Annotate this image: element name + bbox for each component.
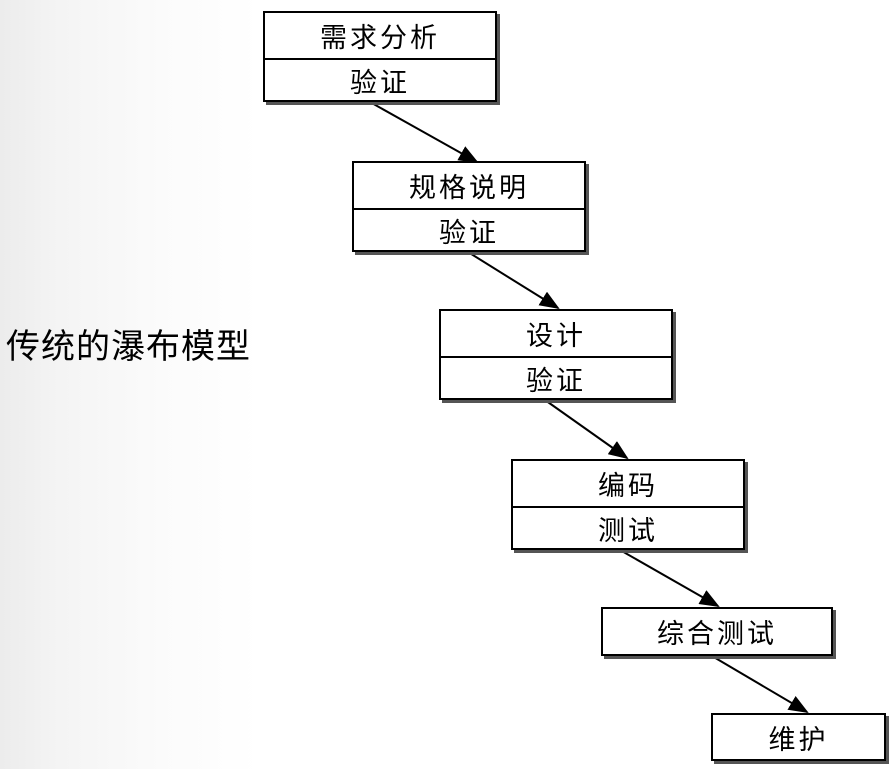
stage-label: 规格说明 <box>354 163 584 210</box>
stage-requirements-analysis: 需求分析 验证 <box>263 11 497 102</box>
diagram-title: 传统的瀑布模型 <box>6 327 251 367</box>
stage-integration-testing: 综合测试 <box>601 607 833 656</box>
arrow-stage5-to-stage6 <box>711 655 809 714</box>
arrow-stage4-to-stage5 <box>619 549 720 607</box>
arrow-stage2-to-stage3 <box>467 251 560 310</box>
stage-label: 编码 <box>513 461 743 508</box>
stage-check-label: 验证 <box>350 67 410 99</box>
stage-label: 设计 <box>441 311 671 358</box>
stage-maintenance: 维护 <box>711 713 886 761</box>
stage-check-label: 验证 <box>439 217 499 249</box>
arrow-stage1-to-stage2 <box>369 101 479 163</box>
arrow-stage3-to-stage4 <box>544 399 629 460</box>
stage-label: 维护 <box>768 724 829 756</box>
stage-label: 需求分析 <box>265 13 495 60</box>
stage-check-label: 测试 <box>598 515 658 547</box>
stage-specification: 规格说明 验证 <box>352 161 586 252</box>
stage-check-label: 验证 <box>526 365 586 397</box>
stage-design: 设计 验证 <box>439 309 673 400</box>
stage-label: 综合测试 <box>657 619 777 650</box>
stage-coding: 编码 测试 <box>511 459 745 550</box>
